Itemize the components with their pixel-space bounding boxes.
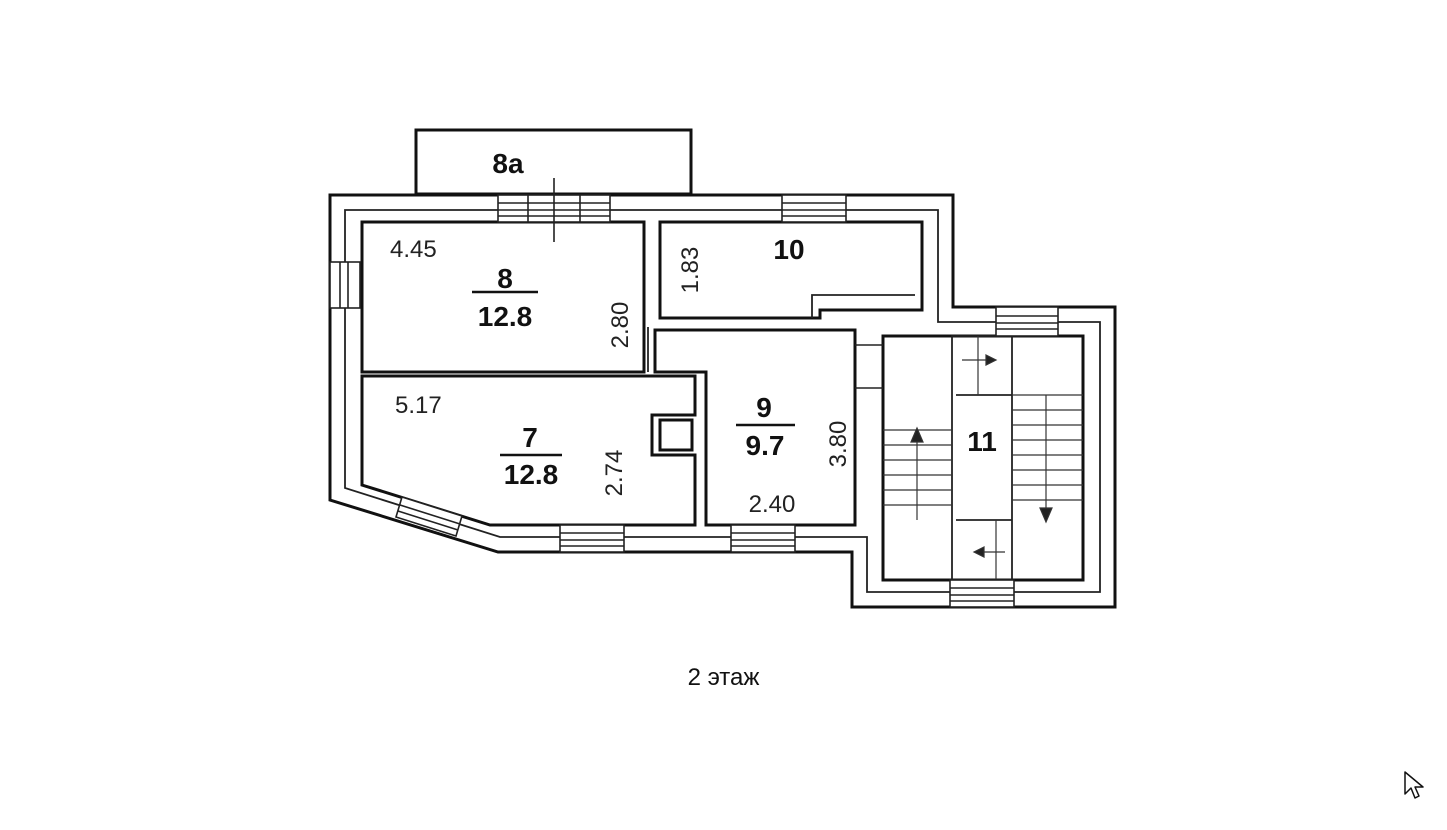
room-8-area: 12.8 — [478, 301, 533, 332]
room-11-number: 11 — [967, 426, 997, 457]
stair-flight-right — [1012, 394, 1083, 524]
room-9-number: 9 — [756, 392, 772, 423]
outer-wall — [328, 193, 1117, 609]
room-7-dim-side: 2.74 — [601, 450, 628, 497]
floor-caption: 2 этаж — [687, 664, 760, 691]
room-10-outline — [658, 220, 924, 320]
room-8a-label: 8а — [492, 148, 524, 179]
room-8-dim-top: 4.45 — [390, 236, 437, 263]
windows — [329, 178, 1059, 608]
room-10-number: 10 — [773, 234, 804, 265]
room-7-dim-top: 5.17 — [395, 392, 442, 419]
stair-flight-left — [883, 426, 952, 520]
room-9-outline — [653, 328, 857, 527]
room-10-niche — [811, 294, 915, 318]
room-8-dim-side: 2.80 — [607, 302, 634, 349]
room-9-dim-bottom: 2.40 — [749, 491, 796, 518]
chimney — [658, 418, 694, 452]
room-9-area: 9.7 — [746, 430, 785, 461]
inner-outer-wall — [344, 209, 1101, 593]
room-7-number: 7 — [522, 422, 538, 453]
room-11-outline — [881, 334, 1085, 582]
room-8-number: 8 — [497, 263, 513, 294]
room-10-dim-side: 1.83 — [677, 247, 704, 294]
stair-core — [951, 335, 1013, 581]
mouse-pointer-icon — [1404, 771, 1424, 799]
room-9-dim-side: 3.80 — [825, 421, 852, 468]
room-7-area: 12.8 — [504, 459, 559, 490]
landing-arrows — [962, 336, 1005, 580]
